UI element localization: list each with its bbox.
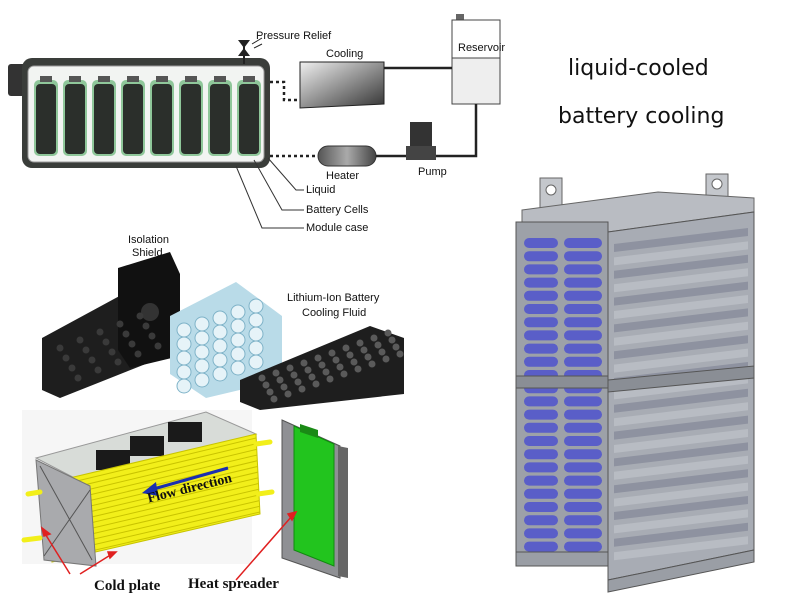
isolation-shield-label-1: Isolation (128, 234, 169, 246)
cooling-label: Cooling (326, 48, 364, 60)
rack-cell-row (524, 268, 748, 293)
exploded-battery-module (42, 252, 404, 410)
cooling-fluid-housing (240, 326, 404, 410)
battery-cell (121, 76, 145, 156)
pump-unit (406, 122, 436, 160)
rack-cell-row (524, 482, 748, 507)
rack-cell-row (524, 321, 748, 346)
module-case-label: Module case (306, 222, 369, 234)
battery-cell-row (34, 76, 261, 156)
lithium-ion-cell-cluster (170, 282, 282, 398)
flow-direction-arrow (142, 466, 229, 496)
rack-cell-row (524, 469, 748, 494)
rack-cell-row (524, 429, 748, 453)
cooling-schematic (8, 14, 501, 229)
reservoir-label: Reservoir (458, 42, 506, 54)
rack-cell-row (524, 348, 748, 373)
heat-sink-block (168, 422, 202, 442)
heat-spreader (281, 419, 348, 579)
rack-cell-row (524, 295, 748, 319)
rack-cell-row (524, 536, 748, 561)
reservoir (451, 14, 501, 105)
battery-cell (63, 76, 87, 156)
pump-label: Pump (418, 166, 447, 178)
isolation-shield-label-2: Shield (132, 247, 163, 259)
pressure-relief-label: Pressure Relief (256, 30, 332, 42)
rack-cell-row (524, 415, 748, 440)
cold-plate-module (21, 410, 348, 581)
rack-cell-row (524, 402, 748, 427)
rack-cell-row (524, 455, 748, 480)
battery-cell (34, 76, 58, 156)
battery-cell (237, 76, 261, 156)
rack-cell-row (524, 228, 748, 252)
cold-plate-label: Cold plate (94, 578, 161, 594)
title-line-2: battery cooling (558, 104, 725, 129)
cooling-fluid-label-1: Lithium-Ion Battery (287, 292, 380, 304)
battery-rack-assembly (515, 173, 755, 593)
battery-cell (179, 76, 203, 156)
coolant-lines (270, 66, 478, 158)
rack-cell-row (524, 496, 748, 520)
rack-cell-row (524, 522, 748, 547)
isolation-shield (42, 252, 180, 398)
rack-cell-row (524, 388, 748, 413)
rack-cell-row (524, 442, 748, 467)
battery-cell (208, 76, 232, 156)
rack-cell-row (524, 308, 748, 333)
heater-label: Heater (326, 170, 360, 182)
rack-cell-row (524, 254, 748, 279)
pressure-relief-valve (238, 37, 263, 64)
leader-lines (235, 157, 304, 229)
rack-cell-row (524, 335, 748, 360)
rack-cell-row (524, 509, 748, 534)
battery-cell (150, 76, 174, 156)
rack-cell-row (524, 281, 748, 306)
title-line-1: liquid-cooled (568, 56, 709, 81)
liquid-label: Liquid (306, 184, 336, 196)
heat-sink-block (130, 436, 164, 456)
heat-spreader-pointer-arrow (235, 510, 298, 581)
cooling-fluid-label-2: Cooling Fluid (302, 307, 367, 319)
battery-cells-label: Battery Cells (306, 204, 369, 216)
battery-cell (92, 76, 116, 156)
cooling-unit (299, 61, 385, 109)
rack-cell-row (524, 241, 748, 266)
cold-plate-pointer-arrows (40, 526, 118, 575)
heater-unit (317, 145, 377, 167)
heat-spreader-label: Heat spreader (188, 576, 279, 592)
